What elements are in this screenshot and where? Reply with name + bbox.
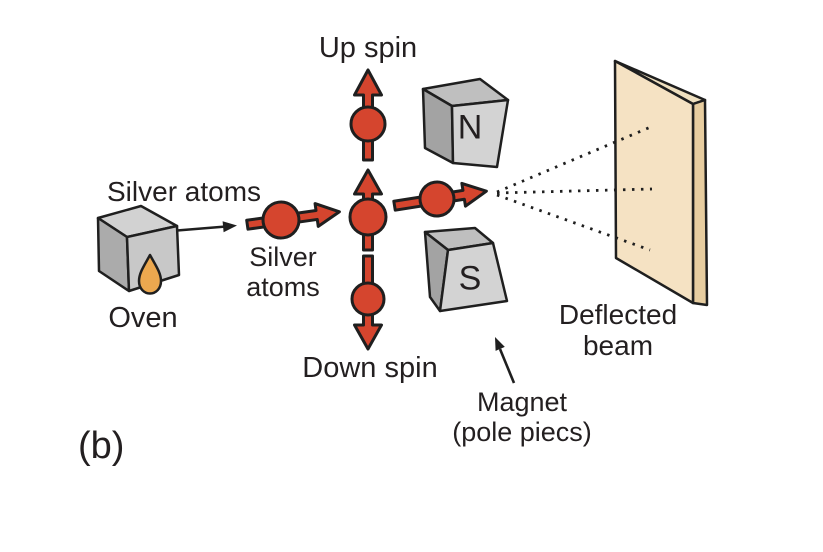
north-front-face — [450, 98, 510, 169]
magnet-south-pole — [423, 226, 509, 313]
panel-label: (b) — [78, 425, 125, 467]
oven-label: Oven — [108, 302, 178, 334]
down-spin-sphere — [350, 281, 386, 317]
silver-atoms-source-label: Silver atoms — [107, 176, 262, 207]
pole-gap-atom-sphere — [418, 180, 456, 218]
deflected-beam-line2: beam — [582, 329, 654, 361]
oven-droplet-icon — [137, 253, 163, 295]
south-front-face — [438, 241, 509, 313]
pole-gap-atom — [392, 180, 488, 218]
silver-atoms-beam-label: Silver atoms — [246, 242, 320, 302]
up-spin-label: Up spin — [318, 32, 418, 64]
screen-front-face — [613, 59, 695, 305]
magnet-pointer-arrow — [495, 337, 516, 384]
magnet-pointer-arrowhead — [495, 337, 505, 351]
oven-arrowhead — [222, 221, 237, 233]
down-spin-label: Down spin — [302, 352, 438, 384]
deflected-beam-paths — [496, 124, 654, 252]
up-spin-atom — [349, 68, 387, 162]
deflected-beam-label: Deflected beam — [558, 299, 678, 362]
south-pole-label: S — [458, 259, 482, 298]
deflected-beam-line1: Deflected — [558, 299, 678, 330]
silver-atoms-beam-line1: Silver — [249, 242, 317, 272]
beam-atom-sphere — [261, 200, 301, 240]
center-atom — [348, 168, 388, 252]
screen-side-edge — [691, 98, 709, 307]
beam-path-down — [496, 193, 651, 252]
up-spin-sphere — [349, 105, 387, 143]
beam-atom-entering — [245, 200, 341, 240]
magnet-caption-line1: Magnet — [476, 387, 568, 417]
silver-atoms-beam-line2: atoms — [246, 271, 320, 302]
north-pole-label: N — [457, 108, 483, 147]
magnet-caption-line2: (pole piecs) — [452, 416, 592, 447]
center-atom-sphere — [348, 197, 388, 237]
magnet-caption: Magnet (pole piecs) — [452, 387, 592, 447]
oven-to-beam-arrow — [176, 221, 237, 233]
beam-path-up — [496, 124, 654, 194]
down-spin-atom — [350, 254, 386, 351]
detector-screen — [613, 59, 709, 307]
oven — [96, 204, 181, 295]
magnet-north-pole — [421, 77, 510, 169]
